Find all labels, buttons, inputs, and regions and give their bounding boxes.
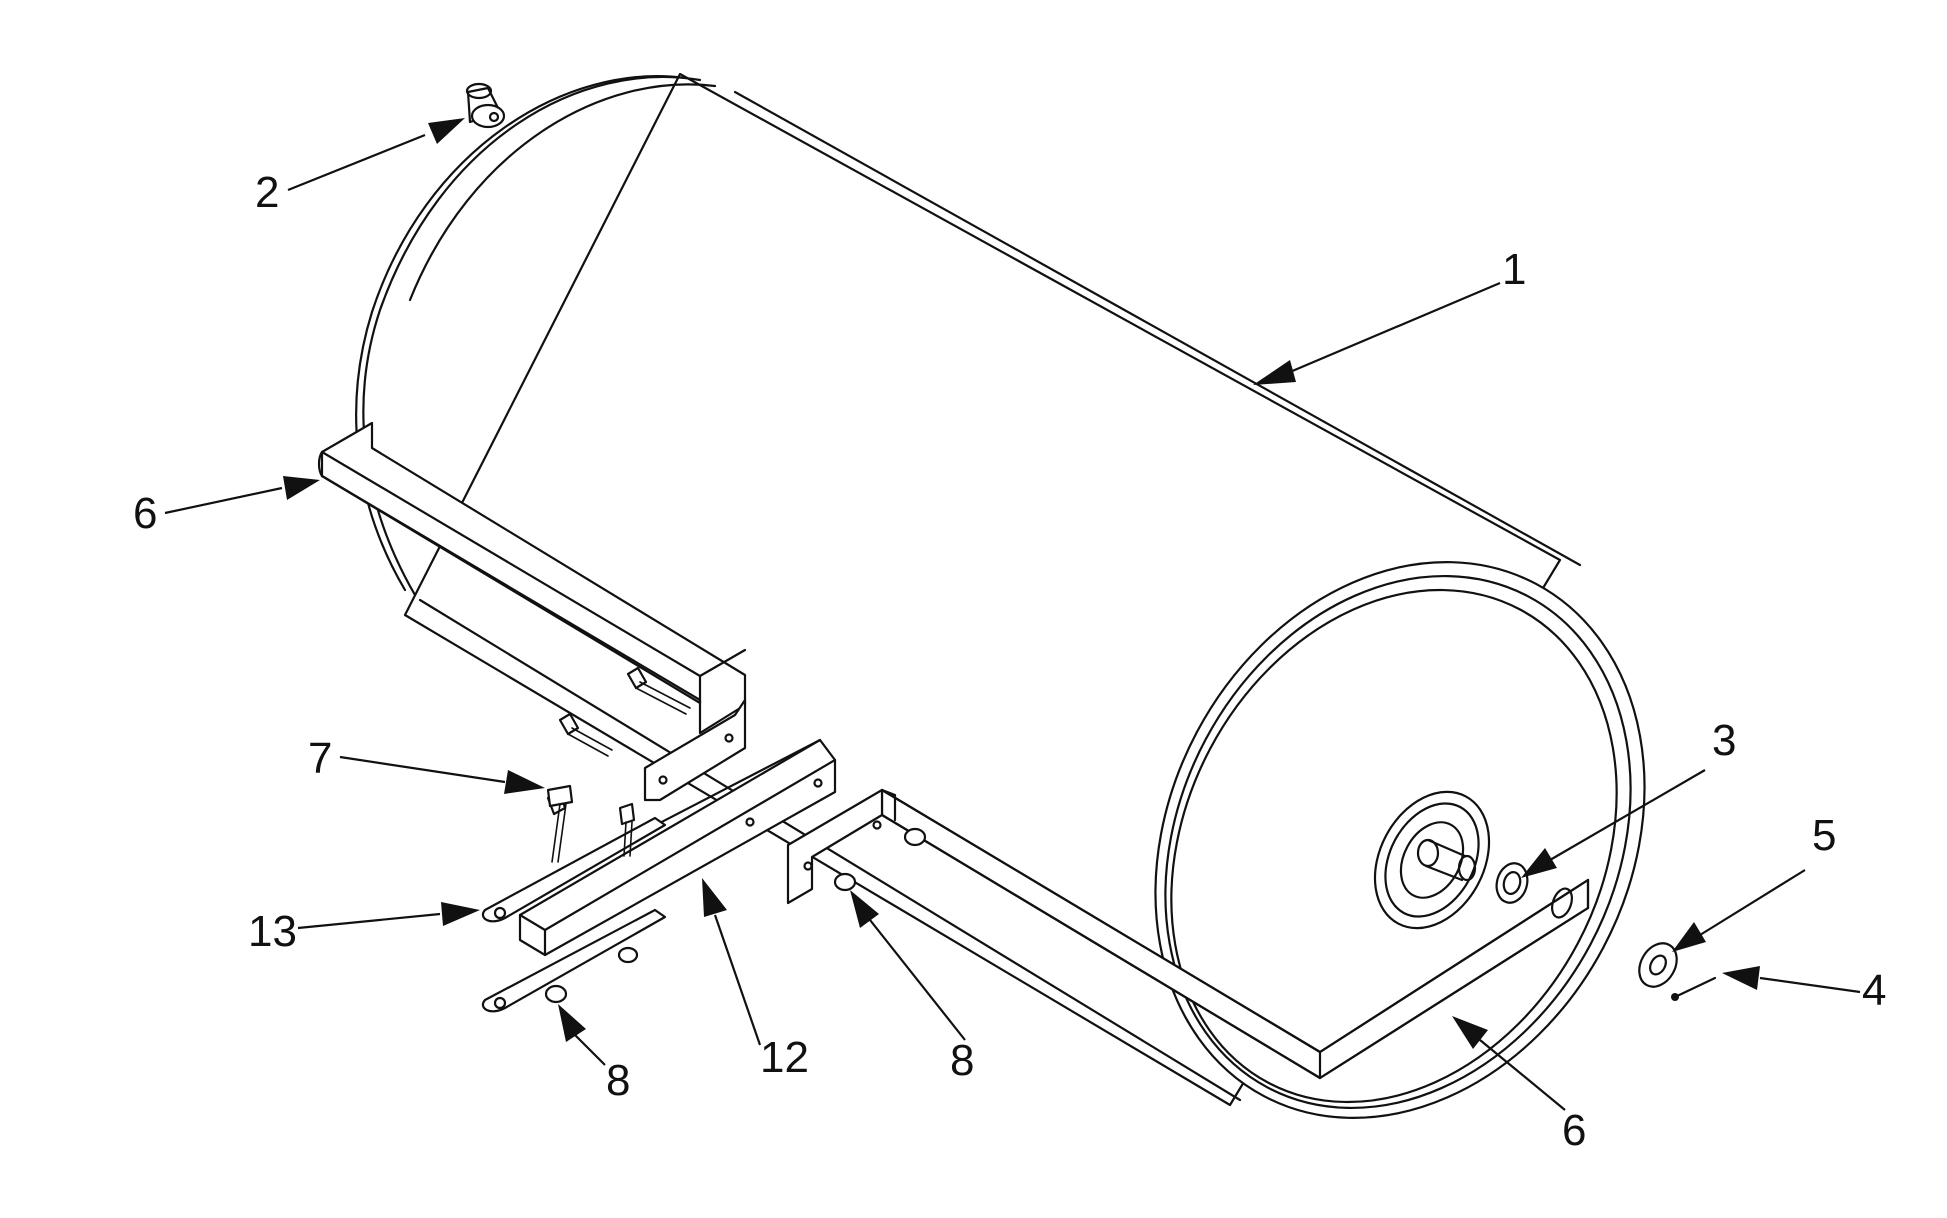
- frame: [317, 421, 1590, 1080]
- callout-labels: 1 2 3 4 5 6 6 7 8 8 12 13: [133, 168, 1886, 1155]
- callout-1: 1: [1502, 245, 1526, 294]
- roller-drum: [355, 72, 1646, 1119]
- callout-2: 2: [255, 168, 279, 217]
- bushing: [1495, 862, 1529, 904]
- hitch-plates: [481, 816, 667, 1013]
- drain-plug: [465, 82, 506, 129]
- callout-3: 3: [1712, 716, 1736, 765]
- callout-8-right: 8: [950, 1036, 974, 1085]
- nuts: [544, 827, 927, 1004]
- callout-6-right: 6: [1562, 1106, 1586, 1155]
- washer: [1638, 942, 1678, 988]
- bolts: [546, 666, 691, 863]
- callout-12: 12: [760, 1033, 809, 1082]
- callout-13: 13: [248, 907, 297, 956]
- callout-7: 7: [308, 734, 332, 783]
- callout-6-left: 6: [133, 489, 157, 538]
- callout-4: 4: [1862, 966, 1886, 1015]
- cotter-pin: [1671, 976, 1717, 1001]
- callout-5: 5: [1812, 811, 1836, 860]
- callout-8-left: 8: [606, 1056, 630, 1105]
- leader-lines: [164, 118, 1861, 1111]
- roller-hub: [1373, 790, 1491, 930]
